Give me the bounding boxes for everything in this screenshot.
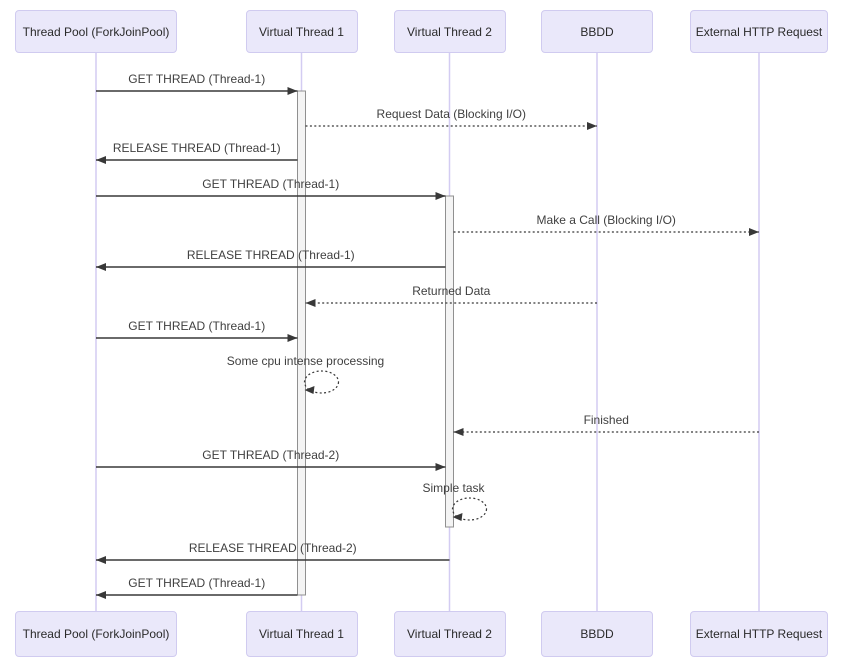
message-label-11: GET THREAD (Thread-1) [128, 576, 265, 590]
participant-virtual-thread-2-bottom: Virtual Thread 2 [393, 611, 506, 657]
self-loop-label-1: Simple task [422, 481, 485, 495]
participant-label: BBDD [580, 627, 614, 641]
message-label-2: RELEASE THREAD (Thread-1) [113, 141, 281, 155]
participant-label: Virtual Thread 1 [259, 24, 344, 39]
participant-external-http-bottom: External HTTP Request [690, 611, 828, 657]
participant-label: External HTTP Request [695, 627, 823, 641]
activation-bar-virtual-thread-2 [445, 195, 454, 528]
message-label-6: Returned Data [412, 284, 490, 298]
message-label-10: RELEASE THREAD (Thread-2) [189, 541, 357, 555]
self-loop-arrowhead-virtual-thread-2 [452, 513, 463, 521]
participant-label: BBDD [580, 24, 614, 39]
message-label-3: GET THREAD (Thread-1) [202, 177, 339, 191]
participant-label: External HTTP Request [695, 24, 823, 39]
self-loop-virtual-thread-2 [451, 497, 488, 521]
message-label-8: Finished [584, 413, 629, 427]
participant-label: Virtual Thread 1 [259, 627, 344, 641]
participant-thread-pool-bottom: Thread Pool (ForkJoinPool) [15, 611, 177, 657]
participant-bbdd-bottom: BBDD [541, 611, 653, 657]
message-label-7: GET THREAD (Thread-1) [128, 319, 265, 333]
message-label-5: RELEASE THREAD (Thread-1) [187, 248, 355, 262]
participant-virtual-thread-1-top: Virtual Thread 1 [245, 10, 358, 53]
participant-label: Virtual Thread 2 [407, 24, 492, 39]
participant-label: Virtual Thread 2 [407, 627, 492, 641]
participant-external-http-top: External HTTP Request [690, 10, 828, 53]
participant-label: Thread Pool (ForkJoinPool) [22, 24, 170, 39]
message-label-1: Request Data (Blocking I/O) [377, 107, 526, 121]
participant-virtual-thread-1-bottom: Virtual Thread 1 [245, 611, 358, 657]
participant-thread-pool-top: Thread Pool (ForkJoinPool) [15, 10, 177, 53]
message-label-9: GET THREAD (Thread-2) [202, 448, 339, 462]
message-label-4: Make a Call (Blocking I/O) [537, 213, 676, 227]
activation-bar-virtual-thread-1 [297, 90, 306, 596]
self-loop-label-0: Some cpu intense processing [227, 354, 384, 368]
message-label-0: GET THREAD (Thread-1) [128, 72, 265, 86]
participant-virtual-thread-2-top: Virtual Thread 2 [393, 10, 506, 53]
participant-bbdd-top: BBDD [541, 10, 653, 53]
self-loop-virtual-thread-1 [303, 370, 340, 394]
participant-label: Thread Pool (ForkJoinPool) [22, 627, 170, 641]
self-loop-arrowhead-virtual-thread-1 [304, 386, 315, 394]
